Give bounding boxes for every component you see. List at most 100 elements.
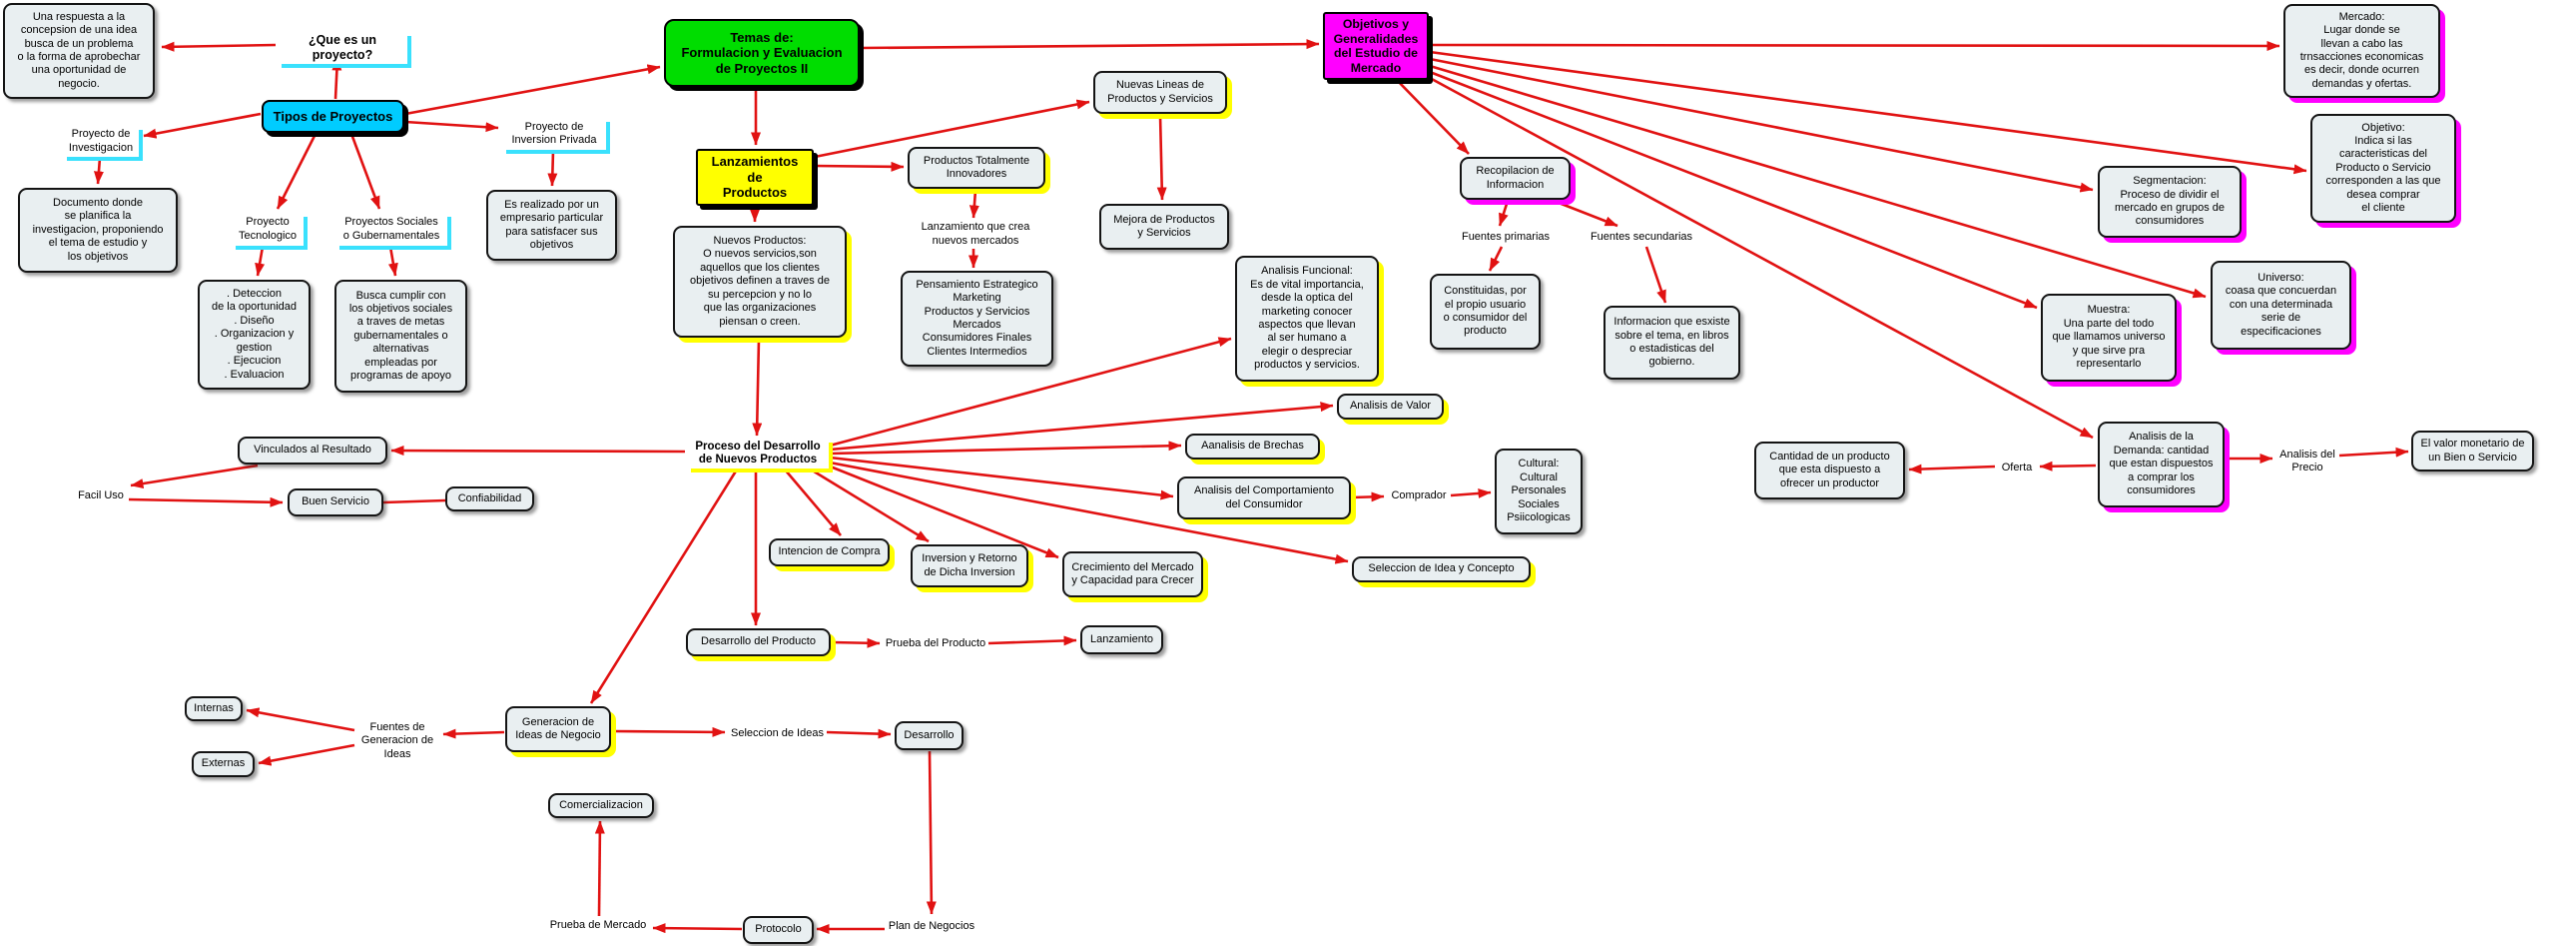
node-proceso-desarrollo-hub[interactable]: Proceso del Desarrollo de Nuevos Product… (687, 439, 829, 469)
edge-tipos-de-proyectos-to-proyectos-sociales (349, 133, 381, 210)
node-desarrollo-producto[interactable]: Desarrollo del Producto (686, 628, 831, 656)
node-informacion-existente[interactable]: Informacion que esxiste sobre el tema, e… (1604, 306, 1740, 380)
node-lanzamiento-crea-mercados[interactable]: Lanzamiento que crea nuevos mercados (921, 221, 1030, 247)
edge-nuevas-lineas-to-mejora-productos (1156, 114, 1167, 201)
edge-objetivos-mercado-titulo-to-recopilacion-informacion (1394, 77, 1470, 155)
node-comprador[interactable]: Comprador (1391, 488, 1447, 501)
edge-proyecto-investigacion-to-doc-investigacion (93, 157, 104, 185)
node-segmentacion[interactable]: Segmentacion: Proceso de dividir el merc… (2098, 166, 2242, 238)
node-lanzamientos-productos[interactable]: Lanzamientos de Productos (696, 149, 814, 206)
edge-analisis-demanda-to-oferta (2039, 461, 2097, 472)
edge-buen-servicio-to-confiabilidad (382, 498, 446, 504)
node-confiabilidad[interactable]: Confiabilidad (445, 486, 534, 511)
node-objetivos-mercado-titulo[interactable]: Objetivos y Generalidades del Estudio de… (1323, 12, 1429, 80)
edge-proceso-desarrollo-hub-to-vinculados-resultado (390, 446, 686, 457)
node-crecimiento-mercado[interactable]: Crecimiento del Mercado y Capacidad para… (1062, 551, 1203, 597)
node-analisis-funcional[interactable]: Analisis Funcional: Es de vital importan… (1235, 256, 1379, 382)
node-que-es-un-proyecto[interactable]: ¿Que es un proyecto? (278, 32, 407, 64)
node-protocolo[interactable]: Protocolo (743, 916, 814, 944)
edge-proyecto-tecnologico-to-etapas-tecnologico (255, 246, 266, 277)
edge-proceso-desarrollo-hub-to-generacion-ideas-negocio (589, 469, 739, 704)
node-mercado-def[interactable]: Mercado: Lugar donde se llevan a cabo la… (2283, 4, 2440, 98)
edge-analisis-precio-to-valor-monetario (2338, 447, 2409, 458)
edge-vinculados-resultado-to-facil-uso (130, 464, 259, 488)
edge-proceso-desarrollo-hub-to-intencion-compra (784, 469, 842, 536)
edge-facil-uso-to-buen-servicio (128, 496, 284, 507)
edge-nuevos-productos-def-to-proceso-desarrollo-hub (752, 338, 763, 437)
node-seleccion-ideas[interactable]: Seleccion de Ideas (731, 726, 824, 739)
node-proyecto-tecnologico[interactable]: Proyecto Tecnologico (232, 213, 304, 246)
node-doc-investigacion[interactable]: Documento donde se planifica la investig… (18, 188, 178, 273)
edge-objetivos-mercado-titulo-to-objetivo-def (1429, 50, 2307, 175)
node-proyecto-investigacion[interactable]: Proyecto de Investigacion (63, 126, 139, 157)
edge-proceso-desarrollo-hub-to-analisis-brechas (829, 441, 1182, 456)
node-productos-innovadores[interactable]: Productos Totalmente Innovadores (908, 147, 1045, 189)
node-etapas-tecnologico[interactable]: . Deteccion de la oportunidad . Diseño .… (198, 280, 311, 390)
edge-oferta-to-cantidad-producto-ofrecer (1908, 464, 1996, 474)
node-analisis-demanda[interactable]: Analisis de la Demanda: cantidad que est… (2098, 422, 2225, 507)
edge-tipos-de-proyectos-to-proyecto-investigacion (143, 112, 262, 139)
node-analisis-valor[interactable]: Analisis de Valor (1337, 394, 1444, 420)
node-objetivos-sociales[interactable]: Busca cumplir con los objetivos sociales… (334, 280, 467, 393)
node-empresario-particular[interactable]: Es realizado por un empresario particula… (486, 190, 617, 261)
node-nuevas-lineas[interactable]: Nuevas Lineas de Productos y Servicios (1093, 71, 1227, 114)
node-cultural-factores[interactable]: Cultural: Cultural Personales Sociales P… (1495, 449, 1583, 534)
node-vinculados-resultado[interactable]: Vinculados al Resultado (238, 437, 387, 465)
edge-proceso-desarrollo-hub-to-analisis-valor (829, 402, 1334, 452)
edge-inversion-privada-to-empresario-particular (547, 150, 558, 187)
edge-proceso-desarrollo-hub-to-analisis-comportamiento (829, 456, 1174, 500)
node-idea-definition[interactable]: Una respuesta a la concepsion de una ide… (3, 3, 155, 99)
node-facil-uso[interactable]: Facil Uso (78, 488, 124, 501)
node-plan-negocios[interactable]: Plan de Negocios (888, 919, 975, 932)
edge-temas-titulo-to-objetivos-mercado-titulo (860, 39, 1320, 50)
node-fuentes-generacion-ideas[interactable]: Fuentes de Generacion de Ideas (360, 720, 434, 760)
edge-objetivos-mercado-titulo-to-universo-def (1429, 64, 2207, 299)
node-prueba-producto[interactable]: Prueba del Producto (885, 636, 986, 649)
node-pensamiento-estrategico[interactable]: Pensamiento Estrategico Marketing Produc… (901, 271, 1053, 367)
edge-objetivos-mercado-titulo-to-analisis-demanda (1429, 76, 2094, 440)
node-fuentes-secundarias[interactable]: Fuentes secundarias (1590, 230, 1693, 243)
node-intencion-compra[interactable]: Intencion de Compra (769, 538, 890, 566)
node-externas[interactable]: Externas (192, 751, 255, 777)
node-inversion-privada[interactable]: Proyecto de Inversion Privada (502, 118, 606, 150)
edge-tipos-de-proyectos-to-que-es-un-proyecto (331, 57, 342, 100)
node-generacion-ideas-negocio[interactable]: Generacion de Ideas de Negocio (505, 706, 611, 752)
node-constituidas-usuario[interactable]: Constituidas, por el propio usuario o co… (1430, 274, 1541, 350)
node-mejora-productos[interactable]: Mejora de Productos y Servicios (1099, 204, 1229, 250)
node-internas[interactable]: Internas (185, 696, 243, 721)
node-proyectos-sociales[interactable]: Proyectos Sociales o Gubernamentales (335, 213, 447, 246)
node-recopilacion-informacion[interactable]: Recopilacion de Informacion (1460, 157, 1571, 200)
edge-recopilacion-informacion-to-fuentes-secundarias (1553, 199, 1618, 228)
node-tipos-de-proyectos[interactable]: Tipos de Proyectos (262, 100, 404, 133)
node-comercializacion[interactable]: Comercializacion (548, 793, 654, 818)
node-cantidad-producto-ofrecer[interactable]: Cantidad de un producto que esta dispues… (1754, 442, 1905, 499)
edge-objetivos-mercado-titulo-to-segmentacion (1429, 57, 2094, 193)
node-valor-monetario[interactable]: El valor monetario de un Bien o Servicio (2411, 431, 2534, 472)
node-oferta[interactable]: Oferta (2001, 461, 2033, 473)
edge-que-es-un-proyecto-to-idea-definition (161, 41, 277, 52)
node-seleccion-idea-concepto[interactable]: Seleccion de Idea y Concepto (1352, 556, 1531, 582)
node-lanzamiento[interactable]: Lanzamiento (1080, 625, 1163, 654)
node-objetivo-def[interactable]: Objetivo: Indica si las caracteristicas … (2310, 114, 2456, 223)
node-desarrollo[interactable]: Desarrollo (895, 721, 964, 750)
node-universo-def[interactable]: Universo: coasa que concuerdan con una d… (2211, 261, 2351, 350)
edge-objetivos-mercado-titulo-to-mercado-def (1429, 40, 2280, 51)
edge-tipos-de-proyectos-to-proyecto-tecnologico (276, 133, 318, 210)
edge-proceso-desarrollo-hub-to-inversion-retorno (810, 468, 930, 543)
node-temas-titulo[interactable]: Temas de: Formulacion y Evaluacion de Pr… (664, 19, 860, 87)
node-muestra-def[interactable]: Muestra: Una parte del todo que llamamos… (2041, 294, 2177, 382)
node-nuevos-productos-def[interactable]: Nuevos Productos: O nuevos servicios,son… (673, 226, 847, 338)
edge-fuentes-primarias-to-constituidas-usuario (1488, 246, 1504, 272)
edge-prueba-producto-to-lanzamiento (987, 635, 1077, 646)
edge-tipos-de-proyectos-to-temas-titulo (404, 64, 661, 116)
node-buen-servicio[interactable]: Buen Servicio (288, 488, 383, 516)
node-analisis-comportamiento[interactable]: Analisis del Comportamiento del Consumid… (1177, 476, 1351, 519)
edge-comprador-to-cultural-factores (1450, 487, 1492, 498)
node-analisis-brechas[interactable]: Aanalisis de Brechas (1185, 434, 1320, 460)
edge-seleccion-ideas-to-desarrollo (826, 728, 892, 739)
node-fuentes-primarias[interactable]: Fuentes primarias (1461, 230, 1551, 243)
node-inversion-retorno[interactable]: Inversion y Retorno de Dicha Inversion (911, 544, 1028, 587)
node-prueba-mercado[interactable]: Prueba de Mercado (549, 918, 647, 931)
node-analisis-precio[interactable]: Analisis del Precio (2279, 448, 2335, 473)
